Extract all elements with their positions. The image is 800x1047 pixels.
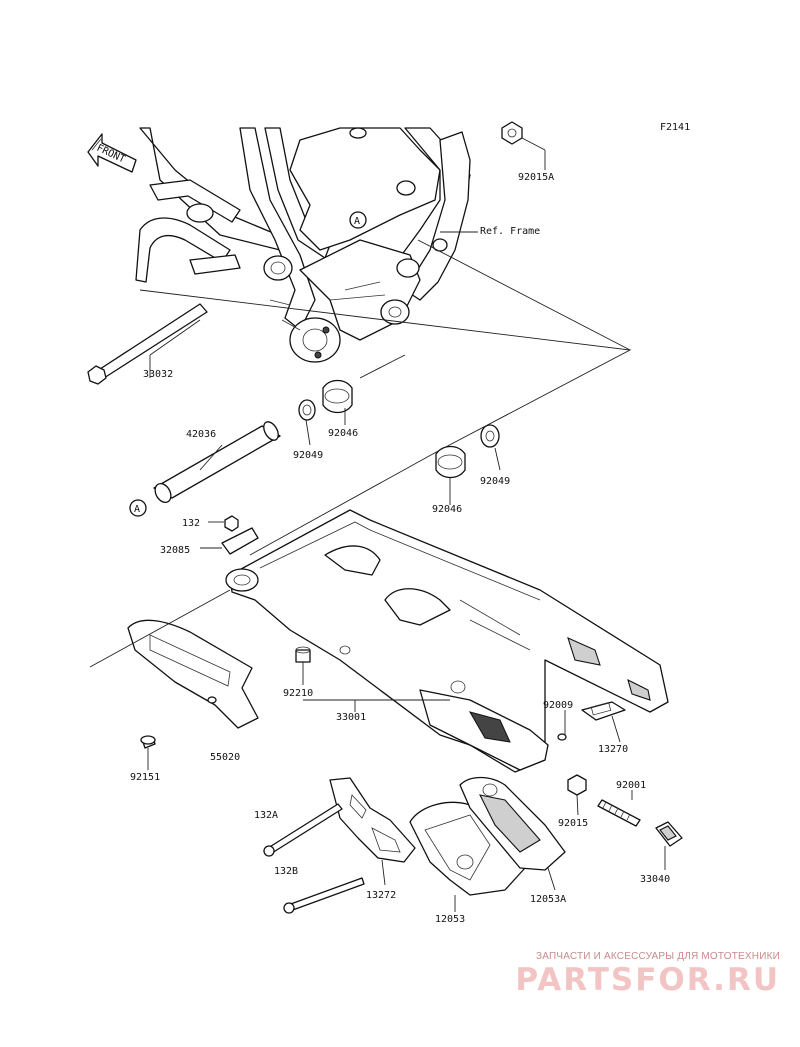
part-label-132: 132 — [182, 518, 200, 529]
part-label-92009: 92009 — [543, 700, 573, 711]
part-label-33032: 33032 — [143, 369, 173, 380]
part-label-132A: 132A — [254, 810, 278, 821]
part-label-92049-right: 92049 — [480, 476, 510, 487]
svg-text:A: A — [354, 216, 360, 227]
marker-a-upper: A — [349, 211, 367, 229]
part-label-92049-left: 92049 — [293, 450, 323, 461]
part-label-12053: 12053 — [435, 914, 465, 925]
parts-illustration — [87, 121, 683, 914]
part-label-32085: 32085 — [160, 545, 190, 556]
frame-illustration: FRONT — [87, 127, 471, 363]
part-label-42036: 42036 — [186, 429, 216, 440]
watermark-logo: PARTSFOR.RU — [515, 962, 780, 998]
marker-a-lower: A — [129, 499, 147, 517]
part-label-55020: 55020 — [210, 752, 240, 763]
part-label-33040: 33040 — [640, 874, 670, 885]
part-label-33001: 33001 — [336, 712, 366, 723]
part-label-92015: 92015 — [558, 818, 588, 829]
figure-code: F2141 — [660, 122, 690, 133]
front-arrow-icon — [87, 133, 137, 173]
part-label-92015A: 92015A — [518, 172, 554, 183]
part-label-92046-upper: 92046 — [328, 428, 358, 439]
leader-lines — [89, 137, 666, 912]
part-label-92210: 92210 — [283, 688, 313, 699]
watermark-subtitle: ЗАПЧАСТИ И АКСЕССУАРЫ ДЛЯ МОТОТЕХНИКИ — [535, 951, 780, 962]
part-label-92046-lower: 92046 — [432, 504, 462, 515]
part-label-92001: 92001 — [616, 780, 646, 791]
ref-frame-label: Ref. Frame — [480, 226, 540, 237]
part-label-13270: 13270 — [598, 744, 628, 755]
svg-text:A: A — [134, 504, 140, 515]
part-label-132B: 132B — [274, 866, 298, 877]
part-label-12053A: 12053A — [530, 894, 566, 905]
part-label-92151: 92151 — [130, 772, 160, 783]
part-label-13272: 13272 — [366, 890, 396, 901]
